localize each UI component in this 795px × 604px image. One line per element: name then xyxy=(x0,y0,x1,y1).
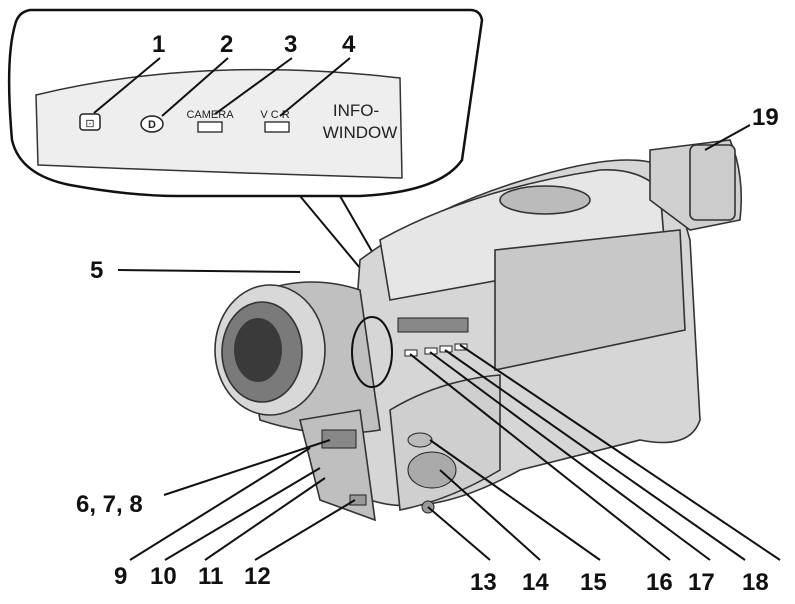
lcd-panel xyxy=(494,229,686,371)
label-4: 4 xyxy=(342,31,356,58)
label-13: 13 xyxy=(470,569,497,596)
leader-lines xyxy=(117,124,781,561)
vcr-label: V C R xyxy=(260,109,289,121)
button-1-glyph: ⊡ xyxy=(85,118,94,130)
camcorder-body xyxy=(214,139,742,522)
lens-glass xyxy=(234,318,282,382)
label-2: 2 xyxy=(220,31,233,58)
camera-lamp xyxy=(197,121,223,133)
callout-numbers: 1 2 3 4 5 6, 7, 8 9 10 11 12 13 14 15 16… xyxy=(76,31,779,596)
eyecup xyxy=(689,144,736,221)
label-6-7-8: 6, 7, 8 xyxy=(76,491,143,518)
vcr-lamp xyxy=(264,121,290,133)
button-1[interactable] xyxy=(79,113,101,131)
info-window-line1: INFO- xyxy=(333,101,379,120)
camera-label: CAMERA xyxy=(186,109,234,121)
label-17: 17 xyxy=(688,569,715,596)
label-5: 5 xyxy=(90,257,103,284)
label-11: 11 xyxy=(198,563,223,590)
label-14: 14 xyxy=(522,569,549,596)
label-15: 15 xyxy=(580,569,607,596)
button-18[interactable] xyxy=(454,343,468,351)
button-2[interactable] xyxy=(140,115,164,133)
top-dial[interactable] xyxy=(499,185,591,215)
info-window xyxy=(397,317,469,333)
button-2-glyph: D xyxy=(148,119,156,131)
label-10: 10 xyxy=(150,563,177,590)
highlight-circle xyxy=(351,316,393,388)
button-14[interactable] xyxy=(407,432,433,448)
label-12: 12 xyxy=(244,563,271,590)
label-18: 18 xyxy=(742,569,769,596)
label-16: 16 xyxy=(646,569,673,596)
label-19: 19 xyxy=(752,104,779,131)
info-window-callout: ⊡ D CAMERA V C R INFO- WINDOW xyxy=(7,8,484,311)
front-switch[interactable] xyxy=(349,494,367,506)
jog-dial[interactable] xyxy=(407,451,457,489)
button-16[interactable] xyxy=(424,347,438,355)
label-9: 9 xyxy=(114,563,127,590)
label-1: 1 xyxy=(152,31,165,58)
front-sensor xyxy=(321,429,357,449)
button-17[interactable] xyxy=(439,345,453,353)
info-window-line2: WINDOW xyxy=(323,123,398,142)
label-3: 3 xyxy=(284,31,297,58)
